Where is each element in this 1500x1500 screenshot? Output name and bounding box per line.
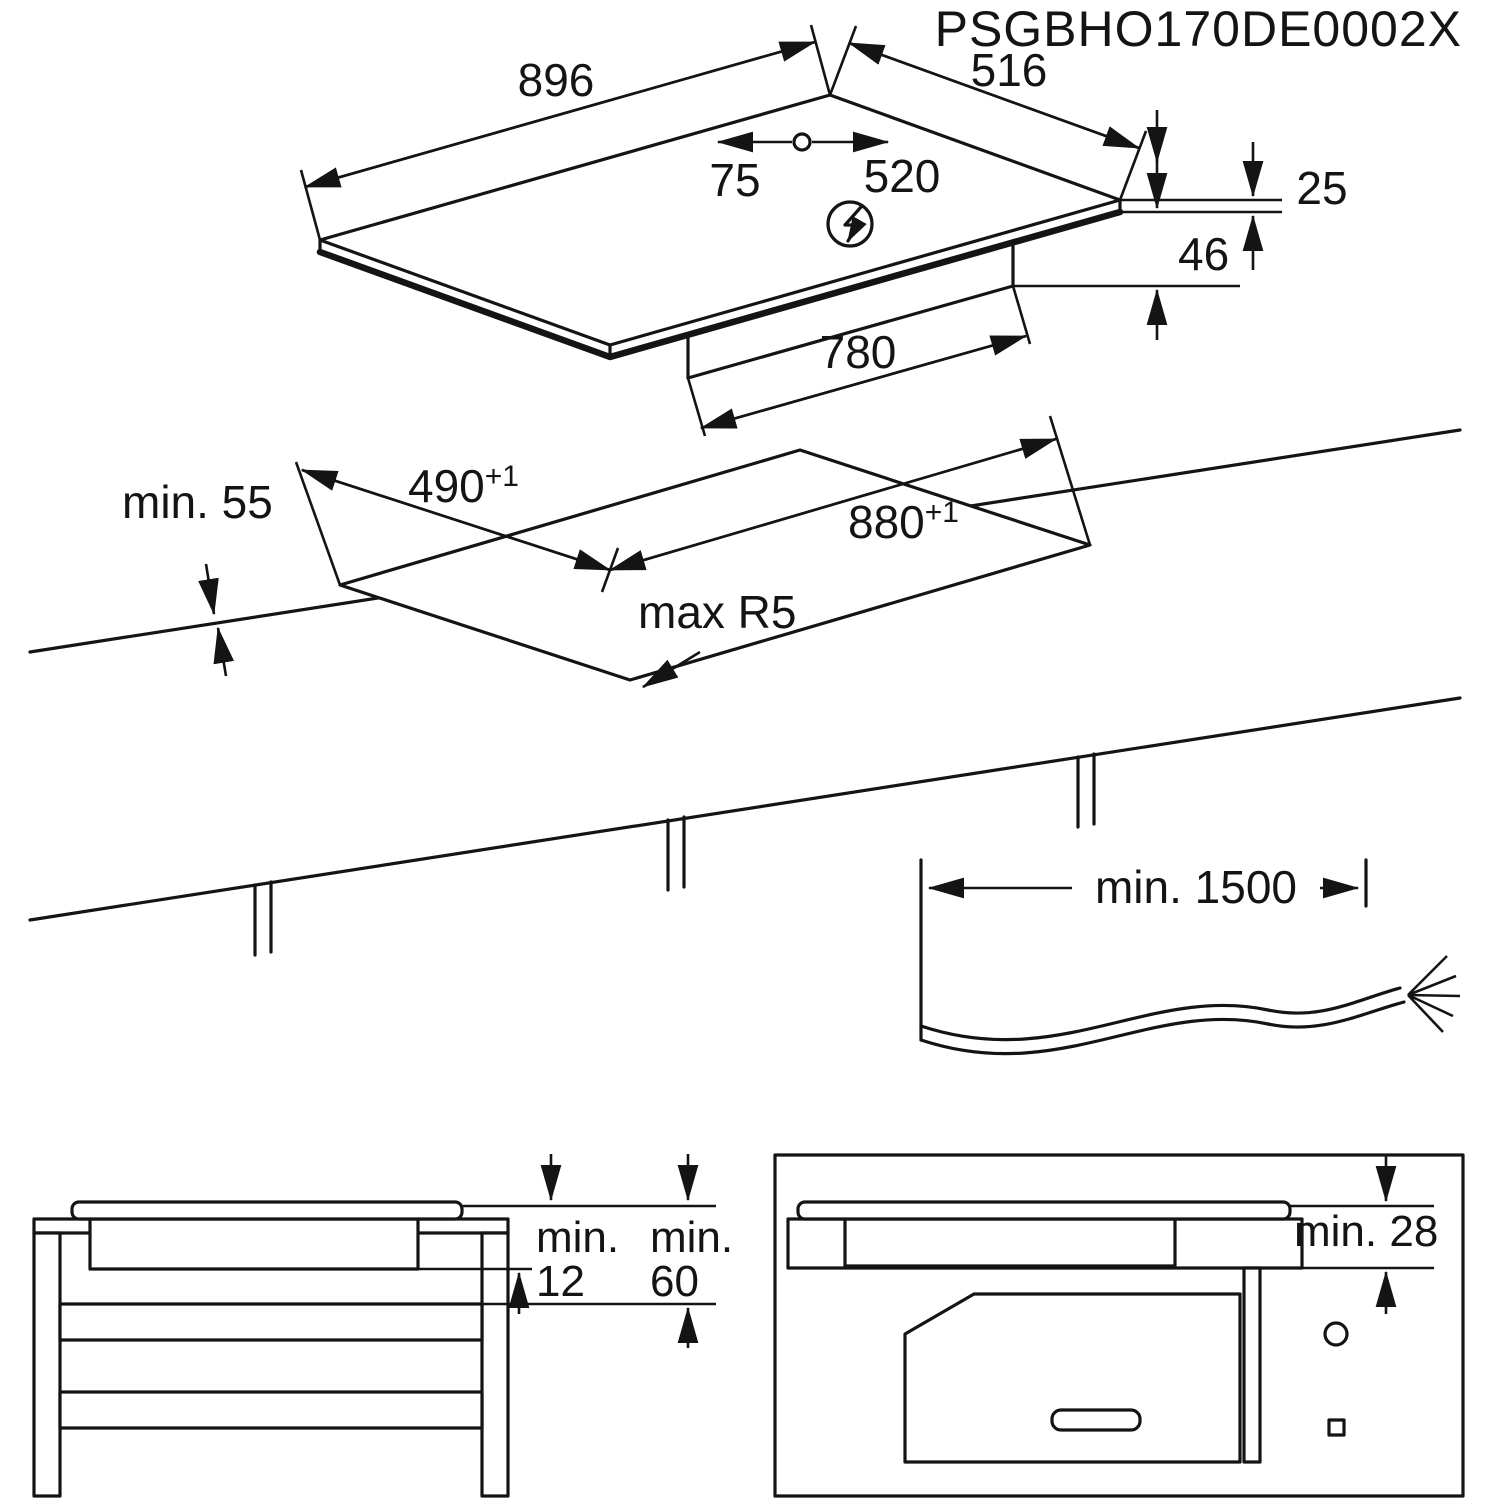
fixing-knob bbox=[1323, 1321, 1349, 1347]
min-12-word: min. bbox=[536, 1213, 619, 1262]
min-55-label: min. 55 bbox=[122, 476, 273, 528]
worktop-lower-edge-line bbox=[28, 696, 1462, 922]
dim-body-height: 46 bbox=[1013, 154, 1240, 340]
cable-entry-hole bbox=[792, 132, 812, 152]
fixing-bracket bbox=[1327, 1418, 1346, 1437]
hob-perspective-view: 896 516 75 520 bbox=[299, 24, 1348, 437]
dim-body-width: 780 bbox=[686, 285, 1032, 437]
cable-fray-icon bbox=[1407, 955, 1461, 1033]
shelf-lower bbox=[58, 1390, 484, 1430]
hole-span-label: 520 bbox=[864, 150, 941, 202]
hob-body-side-right bbox=[843, 1217, 1177, 1268]
cable-length-label: min. 1500 bbox=[1095, 861, 1297, 913]
cabinet-side-view: min. 12 min. 60 bbox=[32, 1154, 733, 1498]
dim-cable-hole: 75 520 bbox=[709, 131, 941, 206]
hob-width-label: 896 bbox=[518, 54, 595, 106]
lightning-bolt-icon bbox=[843, 205, 867, 243]
hole-offset-label: 75 bbox=[709, 154, 760, 206]
cutout-depth-label: 490+1 bbox=[408, 460, 519, 512]
min-60-word: min. bbox=[650, 1213, 733, 1262]
power-cable-curve-lower bbox=[919, 1000, 1406, 1056]
oven-handle bbox=[1050, 1408, 1142, 1432]
min-55-arrow-upper bbox=[198, 563, 219, 616]
hob-glass-side-right bbox=[796, 1200, 1292, 1221]
glass-thickness-label: 25 bbox=[1296, 162, 1347, 214]
worktop-perspective-view: min. 55 490+1 880+1 max R5 bbox=[28, 415, 1462, 957]
power-connection-icon bbox=[826, 200, 874, 248]
dim-hob-width: 896 bbox=[299, 24, 832, 241]
min-60-value: 60 bbox=[650, 1257, 699, 1306]
hob-glass-surface bbox=[318, 93, 1122, 347]
cutout-width-label: 880+1 bbox=[848, 496, 959, 548]
power-cable-curve bbox=[919, 986, 1402, 1042]
dim-cutout-width: 880+1 bbox=[608, 415, 1092, 572]
hob-body-underside bbox=[686, 240, 1015, 380]
panel-border bbox=[773, 1153, 1465, 1498]
hob-glass-side bbox=[70, 1200, 464, 1221]
dim-cutout-depth: 490+1 bbox=[294, 460, 620, 593]
hob-body-side bbox=[88, 1217, 420, 1271]
product-code: PSGBHO170DE0002X bbox=[935, 1, 1462, 57]
right-post bbox=[480, 1231, 510, 1498]
corner-radius-arrow bbox=[641, 650, 701, 689]
min-28-label: min. 28 bbox=[1294, 1207, 1438, 1256]
hob-depth-label: 516 bbox=[971, 44, 1048, 96]
min-55-arrow-lower bbox=[213, 626, 235, 677]
power-cable-view: min. 1500 bbox=[919, 858, 1461, 1056]
dim-glass-thickness: 25 bbox=[1120, 110, 1348, 270]
dim-hob-depth: 516 bbox=[828, 25, 1148, 201]
left-post bbox=[32, 1231, 62, 1498]
corner-radius-label: max R5 bbox=[638, 586, 796, 638]
body-height-label: 46 bbox=[1178, 228, 1229, 280]
oven-box bbox=[903, 1292, 1242, 1464]
shelf-upper bbox=[58, 1302, 484, 1342]
body-width-label: 780 bbox=[820, 326, 897, 378]
min-12-value: 12 bbox=[536, 1257, 585, 1306]
side-panel bbox=[1242, 1266, 1262, 1464]
oven-side-view: min. 28 bbox=[773, 1153, 1465, 1498]
worktop-support-legs bbox=[253, 752, 1096, 957]
